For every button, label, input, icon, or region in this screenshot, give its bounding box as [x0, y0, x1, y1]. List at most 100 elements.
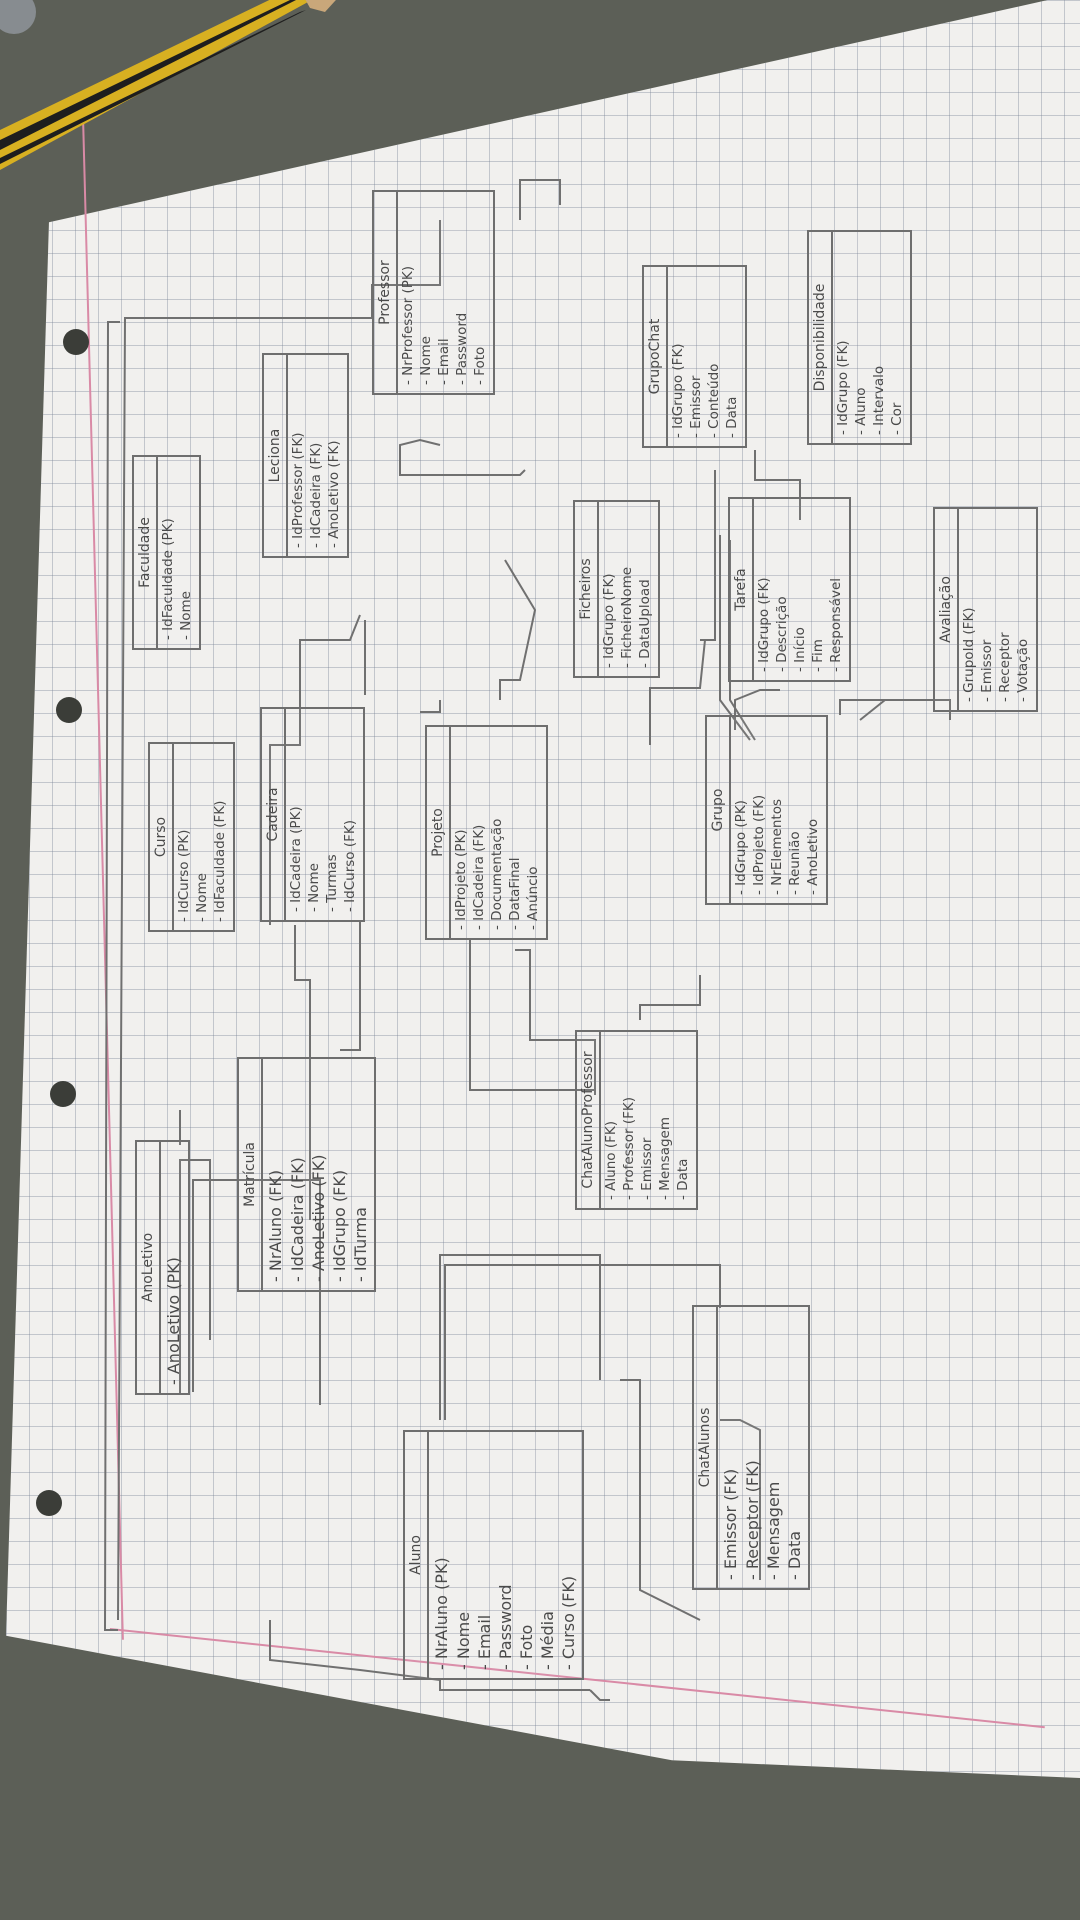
entity-field: Cor: [889, 238, 907, 435]
entity-field: IdCurso (FK): [342, 715, 360, 912]
entity-avaliacao: Avaliação GrupoId (FK) Emissor Receptor …: [933, 507, 1038, 712]
entity-title: Projeto: [427, 727, 452, 938]
binder-hole: [56, 697, 82, 723]
entity-field: NrAluno (FK): [265, 1065, 286, 1282]
entity-field: AnoLetivo (FK): [308, 1065, 329, 1282]
entity-field: IdGrupo (FK): [329, 1065, 350, 1282]
entity-field: Nome: [194, 750, 212, 922]
entity-title: Leciona: [264, 355, 289, 556]
entity-field: NrAluno (PK): [431, 1438, 452, 1670]
entity-field: Fim: [810, 505, 828, 672]
entity-title: Grupo: [707, 717, 732, 903]
entity-field: IdGrupo (FK): [670, 273, 688, 438]
entity-field: IdGrupo (FK): [835, 238, 853, 435]
entity-field: IdCadeira (FK): [308, 361, 326, 548]
entity-title: Ficheiros: [575, 502, 600, 676]
entity-projeto: Projeto IdProjeto (PK) IdCadeira (FK) Do…: [425, 725, 548, 940]
entity-field: IdFaculdade (FK): [212, 750, 230, 922]
entity-field: Curso (FK): [558, 1438, 579, 1670]
entity-field: Data: [724, 273, 742, 438]
entity-field: Receptor: [997, 515, 1015, 702]
entity-faculdade: Faculdade IdFaculdade (PK) Nome: [132, 455, 202, 650]
entity-field: IdCadeira (FK): [287, 1065, 308, 1282]
entity-field: Início: [792, 505, 810, 672]
entity-title: AnoLetivo: [137, 1142, 162, 1393]
entity-curso: Curso IdCurso (PK) Nome IdFaculdade (FK): [148, 742, 235, 932]
entity-title: Tarefa: [730, 499, 755, 680]
entity-field: Data: [675, 1038, 693, 1200]
entity-field: Foto: [516, 1438, 537, 1670]
entity-field: Aluno: [853, 238, 871, 435]
entity-field: Média: [537, 1438, 558, 1670]
entity-field: DataFinal: [507, 733, 525, 930]
entity-field: FicheiroNome: [619, 508, 637, 668]
entity-field: Nome: [418, 198, 436, 385]
entity-field: IdFaculdade (PK): [160, 463, 178, 640]
entity-field: Nome: [453, 1438, 474, 1670]
entity-field: Responsável: [828, 505, 846, 672]
entity-aluno: Aluno NrAluno (PK) Nome Email Password F…: [403, 1430, 585, 1680]
entity-title: Matrícula: [239, 1059, 264, 1290]
entity-title: Cadeira: [262, 709, 287, 920]
entity-field: Emissor: [979, 515, 997, 702]
entity-field: IdProjeto (PK): [453, 733, 471, 930]
entity-anoletivo: AnoLetivo AnoLetivo (PK): [135, 1140, 190, 1395]
entity-field: IdProfessor (FK): [290, 361, 308, 548]
entity-field: Documentação: [489, 733, 507, 930]
entity-field: Password: [454, 198, 472, 385]
entity-field: Conteúdo: [706, 273, 724, 438]
entity-field: IdGrupo (PK): [733, 723, 751, 895]
entity-field: Receptor (FK): [742, 1313, 763, 1580]
entity-field: AnoLetivo (PK): [163, 1148, 184, 1385]
binder-hole: [63, 329, 89, 355]
entity-field: Nome: [178, 463, 196, 640]
pencil-icon: [0, 0, 336, 170]
entity-title: GrupoChat: [644, 267, 669, 446]
entity-field: Email: [474, 1438, 495, 1670]
entity-field: Foto: [472, 198, 490, 385]
entity-field: DataUpload: [637, 508, 655, 668]
entity-field: Turmas: [324, 715, 342, 912]
entity-field: Email: [436, 198, 454, 385]
entity-field: AnoLetivo: [805, 723, 823, 895]
entity-field: NrElementos: [769, 723, 787, 895]
entity-title: Curso: [150, 744, 175, 930]
entity-field: Mensagem: [763, 1313, 784, 1580]
entity-field: IdProjeto (FK): [751, 723, 769, 895]
entity-field: Intervalo: [871, 238, 889, 435]
entity-ficheiros: Ficheiros IdGrupo (FK) FicheiroNome Data…: [573, 500, 660, 678]
entity-field: Aluno (FK): [603, 1038, 621, 1200]
entity-matricula: Matrícula NrAluno (FK) IdCadeira (FK) An…: [237, 1057, 377, 1292]
entity-title: Faculdade: [134, 457, 159, 648]
entity-title: ChatAlunos: [694, 1307, 719, 1588]
entity-title: Professor: [374, 192, 399, 393]
entity-field: AnoLetivo (FK): [326, 361, 344, 548]
entity-leciona: Leciona IdProfessor (FK) IdCadeira (FK) …: [262, 353, 349, 558]
entity-field: Emissor: [639, 1038, 657, 1200]
entity-cadeira: Cadeira IdCadeira (PK) Nome Turmas IdCur…: [260, 707, 365, 922]
entity-tarefa: Tarefa IdGrupo (FK) Descrição Início Fim…: [728, 497, 851, 682]
entity-field: Nome: [306, 715, 324, 912]
entity-professor: Professor NrProfessor (PK) Nome Email Pa…: [372, 190, 495, 395]
entity-field: IdGrupo (FK): [756, 505, 774, 672]
binder-hole: [50, 1081, 76, 1107]
entity-field: IdCurso (PK): [176, 750, 194, 922]
entity-title: Aluno: [405, 1432, 430, 1678]
entity-field: IdCadeira (FK): [471, 733, 489, 930]
entity-title: ChatAlunoProfessor: [577, 1032, 602, 1208]
entity-field: Professor (FK): [621, 1038, 639, 1200]
entity-chatalunoprof: ChatAlunoProfessor Aluno (FK) Professor …: [575, 1030, 698, 1210]
entity-field: Emissor: [688, 273, 706, 438]
entity-chatalunos: ChatAlunos Emissor (FK) Receptor (FK) Me…: [692, 1305, 810, 1590]
entity-field: Reunião: [787, 723, 805, 895]
entity-field: Votação: [1015, 515, 1033, 702]
entity-field: GrupoId (FK): [961, 515, 979, 702]
entity-grupochat: GrupoChat IdGrupo (FK) Emissor Conteúdo …: [642, 265, 747, 448]
entity-field: IdTurma: [350, 1065, 371, 1282]
entity-disponibilidade: Disponibilidade IdGrupo (FK) Aluno Inter…: [807, 230, 912, 445]
binder-hole: [36, 1490, 62, 1516]
entity-field: Anúncio: [525, 733, 543, 930]
entity-field: IdGrupo (FK): [601, 508, 619, 668]
entity-title: Avaliação: [935, 509, 960, 710]
